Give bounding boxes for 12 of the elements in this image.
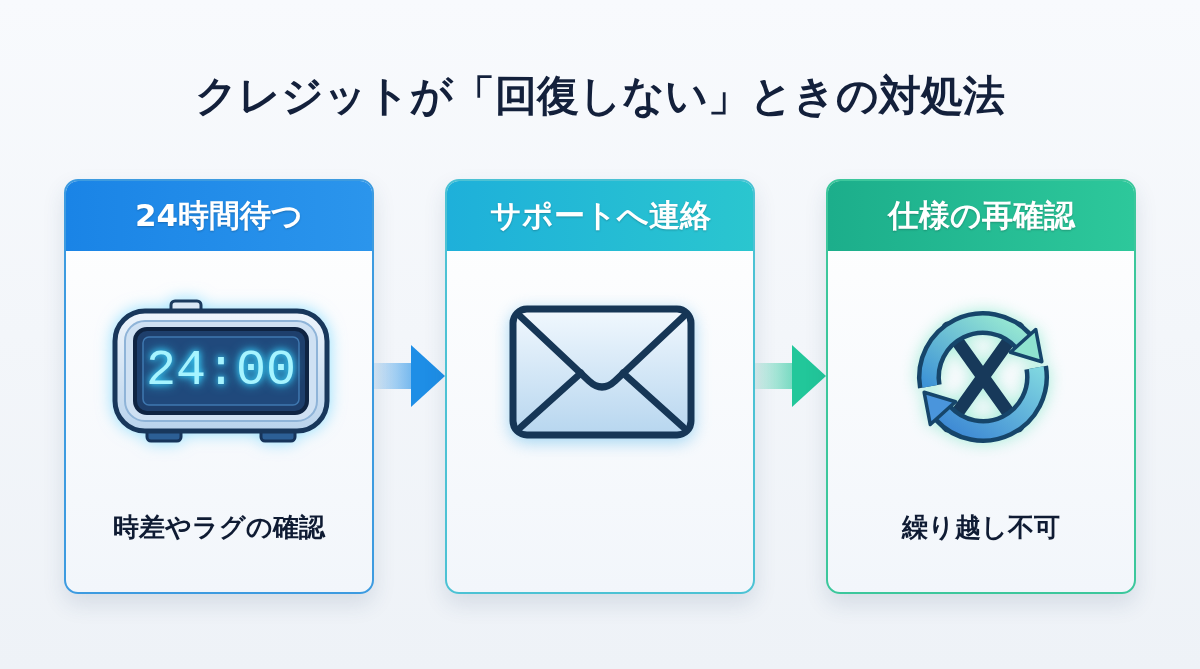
step-card	[826, 179, 1136, 594]
card-heading: 仕様の再確認	[828, 181, 1134, 251]
flow-arrow	[755, 345, 826, 407]
flow-arrow	[374, 345, 445, 407]
card-heading: サポートへ連絡	[447, 181, 753, 251]
step-card	[445, 179, 755, 594]
card-heading: 24時間待つ	[66, 181, 372, 251]
step-card	[64, 179, 374, 594]
card-text: 時差やラグの確認	[112, 511, 327, 544]
card-text: 繰り越し不可	[900, 511, 1061, 544]
clock-display-text: 24:00	[145, 341, 297, 401]
diagram-title: クレジットが「回復しない」ときの対処法	[194, 70, 1006, 122]
